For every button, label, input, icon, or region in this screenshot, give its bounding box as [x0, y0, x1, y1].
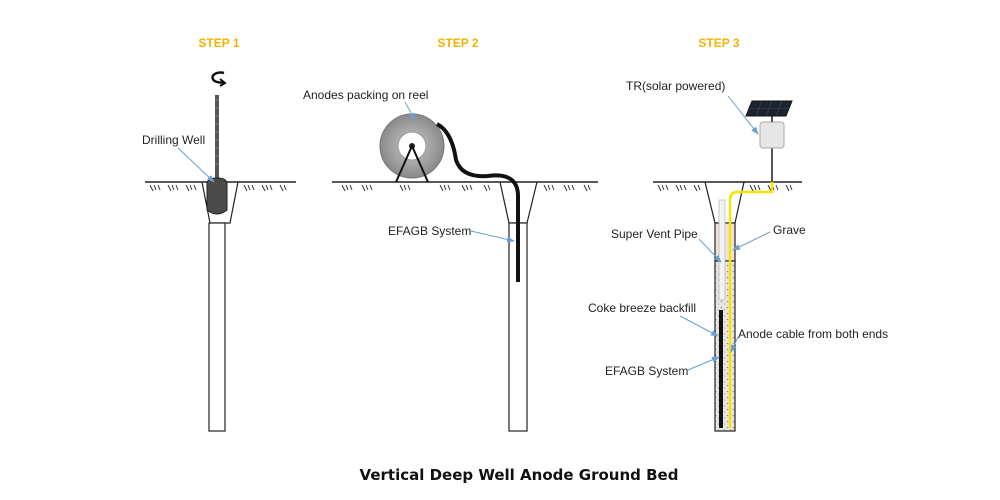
super-vent-pipe: [718, 199, 726, 301]
tr-label: TR(solar powered): [626, 79, 725, 93]
drilling-well-pointer: [177, 147, 215, 183]
borehole: [208, 222, 226, 432]
step-3-complete: TR(solar powered) Super Vent Pipe Grave …: [588, 79, 888, 432]
coke-label: Coke breeze backfill: [588, 301, 696, 315]
drilling-well-label: Drilling Well: [142, 133, 205, 147]
step-1-label: STEP 1: [198, 36, 239, 50]
efagb-cable: [435, 122, 520, 282]
drill-bit: [206, 177, 228, 215]
reel-pointer: [404, 101, 416, 121]
tr-pointer: [727, 95, 759, 135]
rotation-arrow-icon: [211, 71, 225, 84]
efagb-anode: [719, 310, 723, 428]
step-1-drilling: Drilling Well: [142, 71, 296, 432]
anode-cable-pointer: [730, 336, 739, 353]
anodes-reel-label: Anodes packing on reel: [303, 88, 428, 102]
soil-hatch: [149, 184, 287, 192]
tr-unit: [759, 121, 785, 149]
grave-label: Grave: [773, 223, 806, 237]
anode-cable-label: Anode cable from both ends: [738, 327, 888, 341]
vent-pipe-pointer: [698, 238, 722, 263]
efagb-step3-pointer: [687, 356, 720, 371]
soil-hatch: [341, 184, 591, 192]
coke-pointer: [679, 315, 719, 337]
step-2-installation: Anodes packing on reel EFAGB System: [303, 88, 598, 432]
efagb-step3-label: EFAGB System: [605, 364, 688, 378]
diagram-title: Vertical Deep Well Anode Ground Bed: [360, 466, 679, 484]
super-vent-label: Super Vent Pipe: [611, 227, 698, 241]
anode-cable: [728, 180, 774, 428]
drill-rod: [215, 95, 219, 187]
step-2-label: STEP 2: [437, 36, 478, 50]
grave-pointer: [732, 231, 771, 251]
efagb-step2-label: EFAGB System: [388, 224, 471, 238]
efagb-step2-pointer: [470, 230, 515, 243]
step-3-label: STEP 3: [698, 36, 739, 50]
reel-stand: [395, 143, 429, 183]
